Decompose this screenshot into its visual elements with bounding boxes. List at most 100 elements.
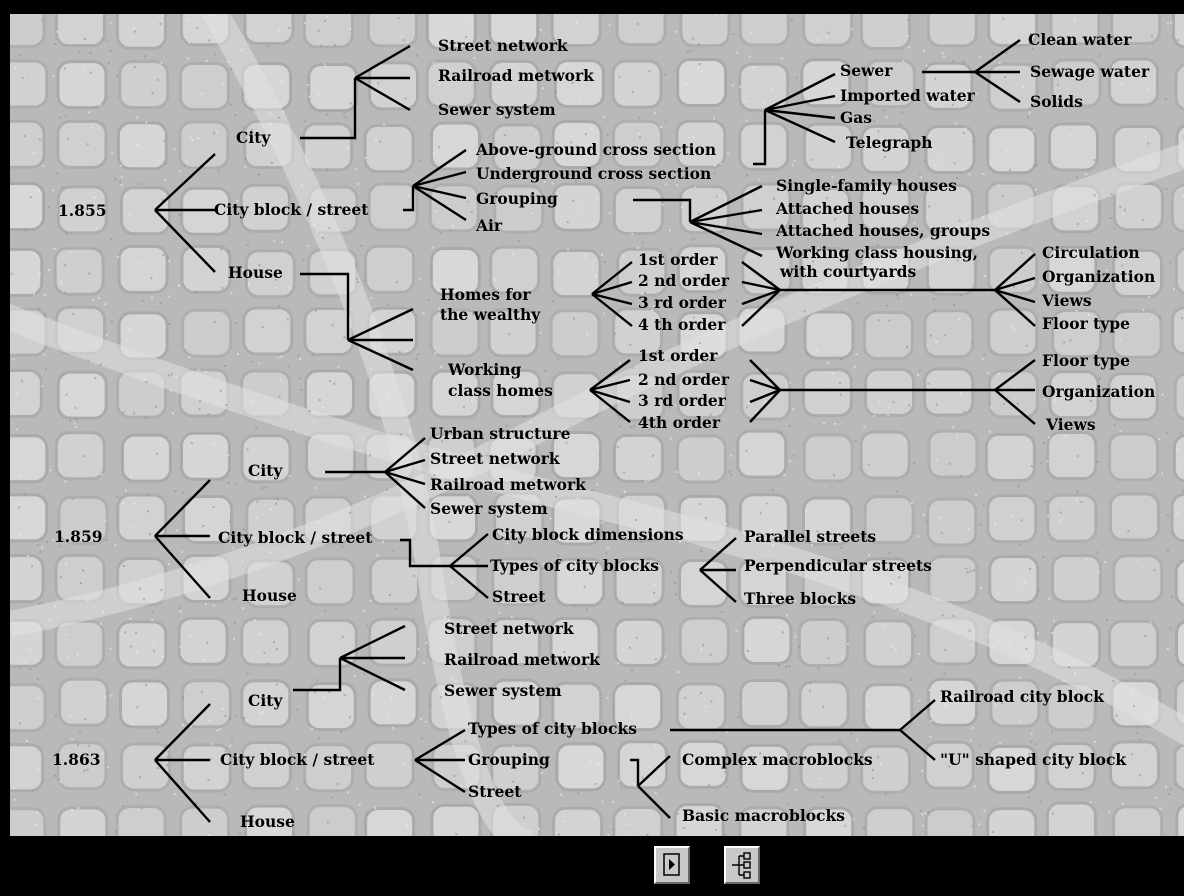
node-1855-floor-type-a[interactable]: Floor type	[1042, 314, 1130, 333]
node-1855-railroad-network[interactable]: Railroad metwork	[438, 66, 594, 85]
year-1863[interactable]: 1.863	[52, 750, 101, 769]
node-1855-working-order-3[interactable]: 3 rd order	[638, 391, 726, 410]
node-1859-perpendicular-streets[interactable]: Perpendicular streets	[744, 556, 932, 575]
node-1855-wealthy-order-2[interactable]: 2 nd order	[638, 271, 730, 290]
node-1859-sewer-system[interactable]: Sewer system	[430, 499, 548, 518]
node-1859-city-block[interactable]: City block / street	[218, 528, 373, 547]
node-1863-sewer-system[interactable]: Sewer system	[444, 681, 562, 700]
branch-1855-wealthy-merge	[741, 261, 781, 327]
tree-view-icon	[732, 852, 751, 879]
paper-speckle	[10, 14, 1184, 836]
node-1855-underground[interactable]: Underground cross section	[476, 164, 712, 183]
node-1863-street[interactable]: Street	[468, 782, 522, 801]
node-1855-views-a[interactable]: Views	[1042, 291, 1092, 310]
node-1855-city[interactable]: City	[236, 128, 271, 147]
node-1863-types-of-blocks[interactable]: Types of city blocks	[468, 719, 637, 738]
node-1863-grouping[interactable]: Grouping	[468, 750, 550, 769]
node-1855-sewage-water[interactable]: Sewage water	[1030, 62, 1150, 81]
node-1855-clean-water[interactable]: Clean water	[1028, 30, 1132, 49]
node-1859-city[interactable]: City	[248, 461, 283, 480]
node-1855-gas[interactable]: Gas	[840, 108, 873, 127]
branch-1855-city-elbow	[300, 78, 357, 140]
node-1859-types-of-blocks[interactable]: Types of city blocks	[490, 556, 659, 575]
node-1855-courtyards[interactable]: with courtyards	[780, 262, 917, 281]
branch-1855-wealthy-fork	[591, 261, 633, 327]
branch-1855-utility-fork	[764, 72, 836, 144]
branch-1863-city-fork	[339, 624, 406, 692]
node-1855-working-line2[interactable]: class homes	[448, 381, 553, 400]
node-1859-railroad-network[interactable]: Railroad metwork	[430, 475, 586, 494]
node-1863-railroad-network[interactable]: Railroad metwork	[444, 650, 600, 669]
node-1859-block-dimensions[interactable]: City block dimensions	[492, 525, 684, 544]
branch-1859-block-fork	[449, 533, 489, 599]
node-1855-sewer-system[interactable]: Sewer system	[438, 100, 556, 119]
node-1855-sewer[interactable]: Sewer	[840, 61, 893, 80]
node-1855-working-order-1[interactable]: 1st order	[638, 346, 718, 365]
city-blocks	[10, 14, 1184, 836]
node-1863-complex-macroblocks[interactable]: Complex macroblocks	[682, 750, 873, 769]
node-1863-city[interactable]: City	[248, 691, 283, 710]
node-1859-house[interactable]: House	[242, 586, 297, 605]
branch-1863-root	[154, 703, 211, 823]
node-1859-street[interactable]: Street	[492, 587, 546, 606]
map-background: 1.855 City Street network Railroad metwo…	[10, 14, 1184, 836]
node-1855-wealthy-order-4[interactable]: 4 th order	[638, 315, 726, 334]
node-1855-views-b[interactable]: Views	[1046, 415, 1096, 434]
node-1855-attached-groups[interactable]: Attached houses, groups	[776, 221, 991, 240]
node-1863-basic-macroblocks[interactable]: Basic macroblocks	[682, 806, 845, 825]
node-1863-railroad-city-block[interactable]: Railroad city block	[940, 687, 1104, 706]
branch-1855-city-fork	[354, 44, 411, 112]
year-1855[interactable]: 1.855	[58, 201, 107, 220]
node-1855-wealthy-order-3[interactable]: 3 rd order	[638, 293, 726, 312]
node-1855-grouping[interactable]: Grouping	[476, 189, 558, 208]
node-1855-wealthy-line2[interactable]: the wealthy	[440, 305, 541, 324]
tree-connectors	[154, 39, 1036, 823]
branch-1855-grouping-fork	[689, 184, 763, 258]
branch-1855-working-merge	[749, 359, 781, 423]
branch-1855-grouping-elbow	[633, 198, 692, 222]
node-1855-working-line1[interactable]: Working	[448, 360, 522, 379]
year-1859[interactable]: 1.859	[54, 527, 103, 546]
node-1859-parallel-streets[interactable]: Parallel streets	[744, 527, 877, 546]
node-1855-floor-type-b[interactable]: Floor type	[1042, 351, 1130, 370]
node-1855-organization-a[interactable]: Organization	[1042, 267, 1156, 286]
node-1855-single-family[interactable]: Single-family houses	[776, 176, 957, 195]
node-1855-above-ground[interactable]: Above-ground cross section	[476, 140, 717, 159]
branch-1855-block-elbow	[403, 186, 415, 212]
node-1855-attached[interactable]: Attached houses	[776, 199, 920, 218]
node-1855-circulation[interactable]: Circulation	[1042, 243, 1140, 262]
node-1859-street-network[interactable]: Street network	[430, 449, 560, 468]
node-1855-working-order-2[interactable]: 2 nd order	[638, 370, 730, 389]
node-1855-organization-b[interactable]: Organization	[1042, 382, 1156, 401]
node-1859-three-blocks[interactable]: Three blocks	[744, 589, 857, 608]
node-1855-wealthy-line1[interactable]: Homes for	[440, 285, 531, 304]
node-1863-u-shaped-block[interactable]: "U" shaped city block	[940, 750, 1127, 769]
tree-view-button[interactable]	[724, 846, 760, 884]
branch-1855-wealthy-features	[994, 253, 1036, 327]
node-1859-urban-structure[interactable]: Urban structure	[430, 424, 571, 443]
node-1855-house[interactable]: House	[228, 263, 283, 282]
node-1855-imported-water[interactable]: Imported water	[840, 86, 975, 105]
node-1863-street-network[interactable]: Street network	[444, 619, 574, 638]
play-page-button[interactable]	[654, 846, 690, 884]
node-1855-telegraph[interactable]: Telegraph	[846, 133, 933, 152]
branch-1855-sewer-fork	[974, 39, 1021, 103]
node-1863-city-block[interactable]: City block / street	[220, 750, 375, 769]
branch-1855-block-fork	[412, 149, 467, 222]
node-1855-city-block[interactable]: City block / street	[214, 200, 369, 219]
branch-1863-block-fork	[414, 728, 466, 794]
node-1855-air[interactable]: Air	[476, 216, 503, 235]
node-1855-working-housing[interactable]: Working class housing,	[776, 243, 978, 262]
branch-1859-types-fork	[699, 537, 737, 603]
branch-1863-grouping-fork	[637, 755, 671, 819]
node-1855-wealthy-order-1[interactable]: 1st order	[638, 250, 718, 269]
node-1855-solids[interactable]: Solids	[1030, 92, 1083, 111]
branch-1863-types-fork	[899, 699, 936, 761]
rail-corridors	[10, 14, 1184, 836]
branch-1859-city-fork	[325, 437, 426, 509]
node-1855-street-network[interactable]: Street network	[438, 36, 568, 55]
branch-1855-root	[154, 153, 216, 273]
node-1863-house[interactable]: House	[240, 812, 295, 831]
node-1855-working-order-4[interactable]: 4th order	[638, 413, 720, 432]
play-page-icon	[663, 853, 680, 876]
